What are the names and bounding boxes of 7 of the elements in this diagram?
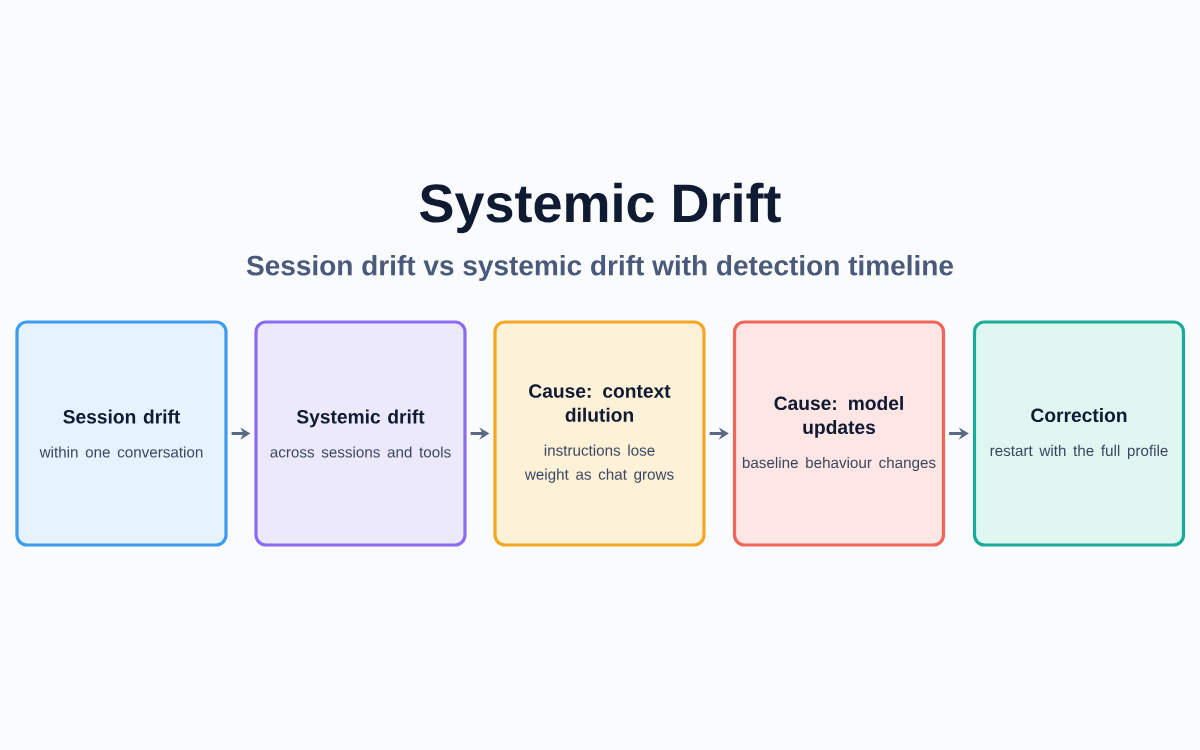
process-box: Cause: context dilution instructions lose weight as chat grows	[493, 320, 706, 547]
process-box: Session drift within one conversation	[15, 320, 228, 547]
title: Systemic Drift	[420, 182, 781, 234]
process-box: Systemic drift across sessions and tools	[254, 320, 467, 547]
process-box: Cause: model updates baseline behaviour changes	[732, 320, 946, 547]
subtitle: Session drift vs systemic drift with detection timeline	[246, 254, 953, 282]
process-box: Correction restart with the full profile	[972, 320, 1186, 547]
